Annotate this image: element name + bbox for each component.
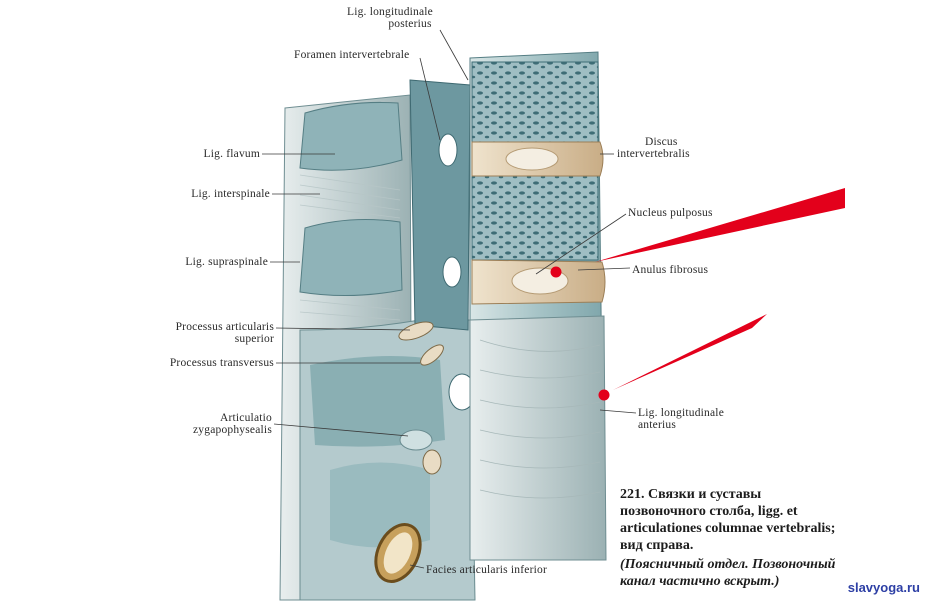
vertebral-body-cut-2 [471, 175, 599, 261]
vertebral-body-cut-1 [471, 61, 599, 143]
articular-facet-1 [398, 321, 434, 341]
caption-line-3: articulationes columnae vertebralis; [620, 521, 836, 536]
nucleus-upper [505, 147, 559, 171]
label-anulus-fibrosus: Anulus fibrosus [632, 264, 709, 276]
caption-line-2: позвоночного столба, ligg. et [620, 504, 798, 519]
label-line: anterius [638, 419, 677, 431]
label-foramen-intervertebrale: Foramen intervertebrale [294, 49, 410, 61]
caption-line-6: канал частично вскрыт.) [620, 574, 780, 589]
leader-lines [262, 29, 637, 569]
caption-line-5: (Поясничный отдел. Позвоночный [620, 557, 836, 572]
label-line: intervertebralis [617, 148, 690, 160]
label-discus-intervertebralis: Discus intervertebralis [617, 136, 690, 160]
articular-facet-3 [399, 429, 433, 451]
label-lig-interspinale: Lig. interspinale [191, 188, 270, 200]
red-pointer-lower [613, 314, 767, 390]
caption-line-1: 221. Связки и суставы [620, 487, 762, 502]
label-line: zygapophysealis [192, 424, 272, 436]
label-processus-articularis-superior: Processus articularis superior [140, 321, 274, 345]
label-line: superior [234, 333, 274, 345]
intervertebral-foramen-lower [442, 256, 462, 288]
vertebral-canal [409, 79, 471, 331]
watermark: slavyoga.ru [847, 580, 920, 595]
spinous-process-upper [299, 101, 403, 171]
label-line: Lig. longitudinale [346, 6, 433, 18]
label-lig-longitudinale-anterius: Lig. longitudinale anterius [638, 407, 724, 431]
articular-facet-2 [420, 344, 444, 366]
label-line: Discus [645, 136, 678, 148]
red-dot-lig-anterius [598, 389, 610, 401]
label-processus-transversus: Processus transversus [169, 357, 274, 369]
label-line: Articulatio [219, 412, 272, 424]
intervertebral-foramen-upper [438, 133, 458, 167]
label-line: posterius [388, 18, 432, 30]
label-line: Processus articularis [175, 321, 274, 333]
label-lig-supraspinale: Lig. supraspinale [185, 256, 268, 268]
articular-facet-4 [422, 449, 442, 475]
caption-line-4: вид справа. [620, 538, 694, 553]
label-line: Lig. longitudinale [638, 407, 725, 419]
label-lig-longitudinale-posterius: Lig. longitudinale posterius [335, 6, 445, 30]
red-pointer-upper [595, 188, 845, 262]
label-lig-flavum: Lig. flavum [203, 148, 260, 160]
label-facies-articularis-inferior: Facies articularis inferior [426, 564, 547, 576]
red-dot-anulus [550, 266, 562, 278]
label-nucleus-pulposus: Nucleus pulposus [628, 207, 713, 219]
label-articulatio-zygapophysealis: Articulatio zygapophysealis [150, 412, 272, 436]
spinous-process-lower [299, 219, 403, 297]
